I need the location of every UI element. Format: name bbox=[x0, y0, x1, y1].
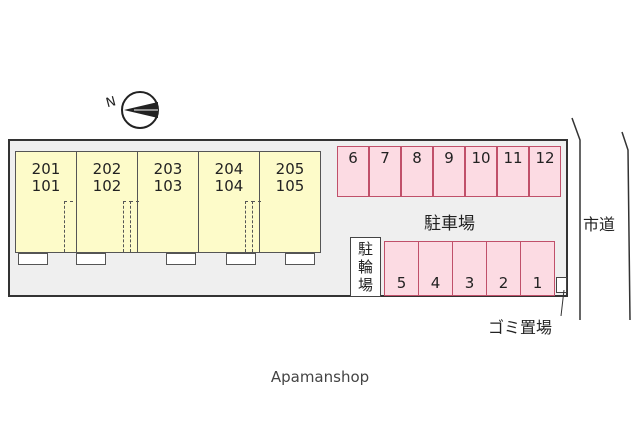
unit-upper-number: 204 bbox=[214, 160, 244, 178]
unit-upper-number: 205 bbox=[275, 160, 305, 178]
parking-space-top: 7 bbox=[369, 146, 401, 197]
balcony bbox=[18, 253, 48, 265]
balcony bbox=[285, 253, 315, 265]
parking-space-top: 11 bbox=[497, 146, 529, 197]
garbage-area bbox=[556, 277, 567, 293]
unit-lower-number: 103 bbox=[153, 177, 183, 195]
watermark: Apamanshop bbox=[270, 368, 370, 386]
compass-north-icon: N bbox=[104, 91, 159, 129]
parking-space-top: 12 bbox=[529, 146, 561, 197]
balcony bbox=[226, 253, 256, 265]
parking-space-bottom: 2 bbox=[486, 241, 521, 296]
parking-label: 駐車場 bbox=[424, 214, 475, 234]
parking-space-bottom: 1 bbox=[520, 241, 555, 296]
parking-space-top: 9 bbox=[433, 146, 465, 197]
parking-space-bottom: 5 bbox=[384, 241, 419, 296]
unit-entrance-dashes bbox=[130, 201, 139, 252]
parking-space-bottom: 3 bbox=[452, 241, 487, 296]
compass-label: N bbox=[104, 94, 117, 111]
parking-space-bottom: 4 bbox=[418, 241, 453, 296]
unit-upper-number: 203 bbox=[153, 160, 183, 178]
unit-entrance-dashes bbox=[64, 201, 73, 252]
unit-upper-number: 201 bbox=[31, 160, 61, 178]
unit-lower-number: 104 bbox=[214, 177, 244, 195]
unit-entrance-dashes bbox=[252, 201, 261, 252]
parking-space-top: 6 bbox=[337, 146, 369, 197]
bicycle-parking-char: 駐 bbox=[357, 240, 373, 258]
unit-lower-number: 105 bbox=[275, 177, 305, 195]
unit-lower-number: 101 bbox=[31, 177, 61, 195]
road bbox=[571, 117, 631, 321]
unit-lower-number: 102 bbox=[92, 177, 122, 195]
unit-entrance-dashes bbox=[245, 201, 254, 252]
road-label: 市道 bbox=[583, 215, 616, 234]
unit-upper-number: 202 bbox=[92, 160, 122, 178]
bicycle-parking: 駐 輪 場 bbox=[350, 237, 381, 297]
parking-space-top: 10 bbox=[465, 146, 497, 197]
parking-space-top: 8 bbox=[401, 146, 433, 197]
balcony bbox=[166, 253, 196, 265]
unit-entrance-dashes bbox=[123, 201, 132, 252]
balcony bbox=[76, 253, 106, 265]
garbage-leader-line bbox=[560, 290, 565, 317]
garbage-label: ゴミ置場 bbox=[488, 318, 553, 337]
bicycle-parking-char: 場 bbox=[357, 276, 373, 294]
bicycle-parking-char: 輪 bbox=[357, 258, 373, 276]
